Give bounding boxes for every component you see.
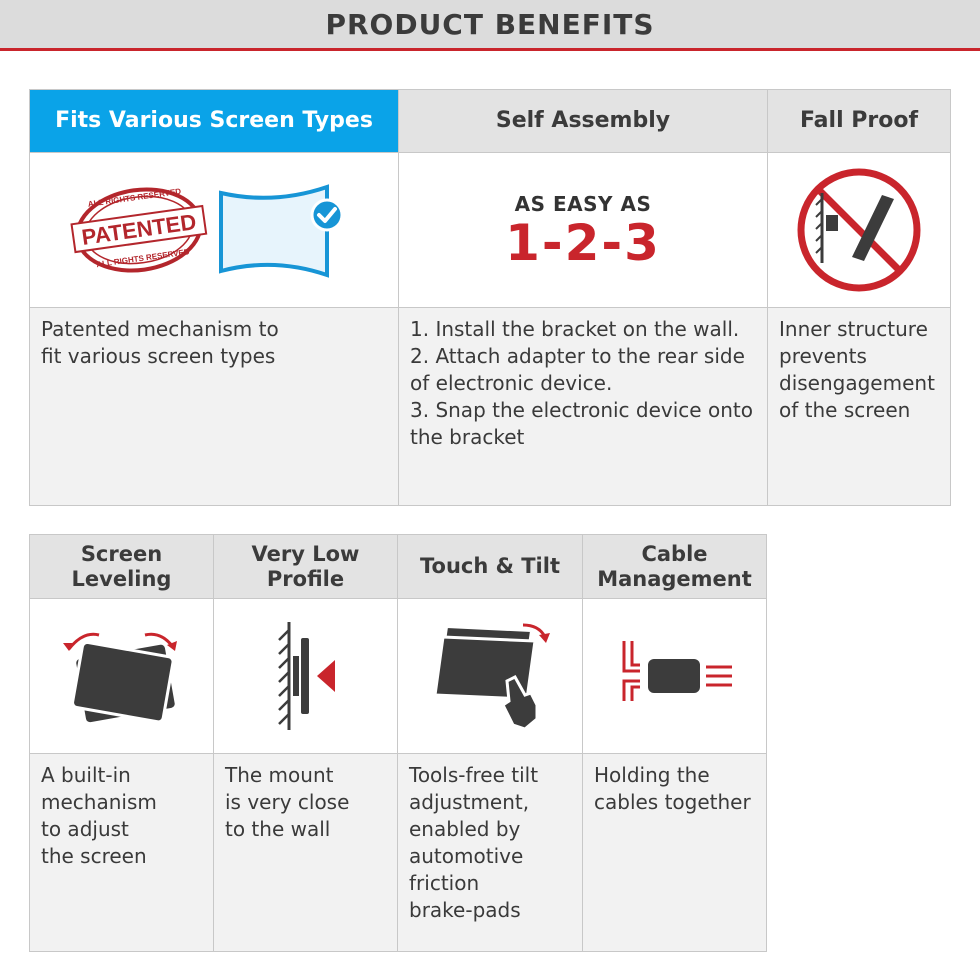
description-self-assembly: 1. Install the bracket on the wall. 2. A… (399, 308, 768, 506)
header-fits-various-screen-types: Fits Various Screen Types (30, 90, 399, 153)
description-cable-management: Holding the cables together (583, 754, 767, 952)
description-screen-leveling: A built-in mechanism to adjust the scree… (30, 754, 214, 952)
image-cell-screen-types: ALL RIGHTS RESERVED PATENTED ALL RIGHTS … (30, 153, 399, 308)
image-cell-touch-and-tilt (398, 599, 583, 754)
wall-profile-icon (277, 622, 335, 730)
header-self-assembly: Self Assembly (399, 90, 768, 153)
no-fall-icon (797, 168, 921, 292)
description-touch-and-tilt: Tools-free tilt adjustment, enabled by a… (398, 754, 583, 952)
image-cell-cable-management (583, 599, 767, 754)
benefits-top-grid: Fits Various Screen Types Self Assembly … (29, 89, 951, 506)
image-cell-screen-leveling (30, 599, 214, 754)
description-very-low-profile: The mount is very close to the wall (214, 754, 398, 952)
steps-123-text: 1-2-3 (505, 214, 661, 272)
image-cell-easy-as-123: AS EASY AS 1-2-3 (399, 153, 768, 308)
cable-clip-icon (622, 641, 732, 701)
description-fits-various-screen-types: Patented mechanism to fit various screen… (30, 308, 399, 506)
header-cable-management: Cable Management (583, 535, 767, 599)
benefits-bottom-grid: Screen Leveling Very Low Profile Touch &… (29, 534, 767, 952)
header-screen-leveling: Screen Leveling (30, 535, 214, 599)
screen-rotate-icon (62, 632, 177, 725)
title-banner: PRODUCT BENEFITS (0, 0, 980, 51)
easy-as-text: AS EASY AS (514, 192, 652, 216)
image-cell-fall-proof (768, 153, 951, 308)
description-fall-proof: Inner structure prevents disengagement o… (768, 308, 951, 506)
header-fall-proof: Fall Proof (768, 90, 951, 153)
banner-title: PRODUCT BENEFITS (325, 7, 655, 41)
header-touch-and-tilt: Touch & Tilt (398, 535, 583, 599)
image-cell-very-low-profile (214, 599, 398, 754)
patented-stamp-and-screen-icon: ALL RIGHTS RESERVED PATENTED ALL RIGHTS … (70, 184, 344, 278)
header-very-low-profile: Very Low Profile (214, 535, 398, 599)
touch-tilt-icon (433, 623, 550, 731)
